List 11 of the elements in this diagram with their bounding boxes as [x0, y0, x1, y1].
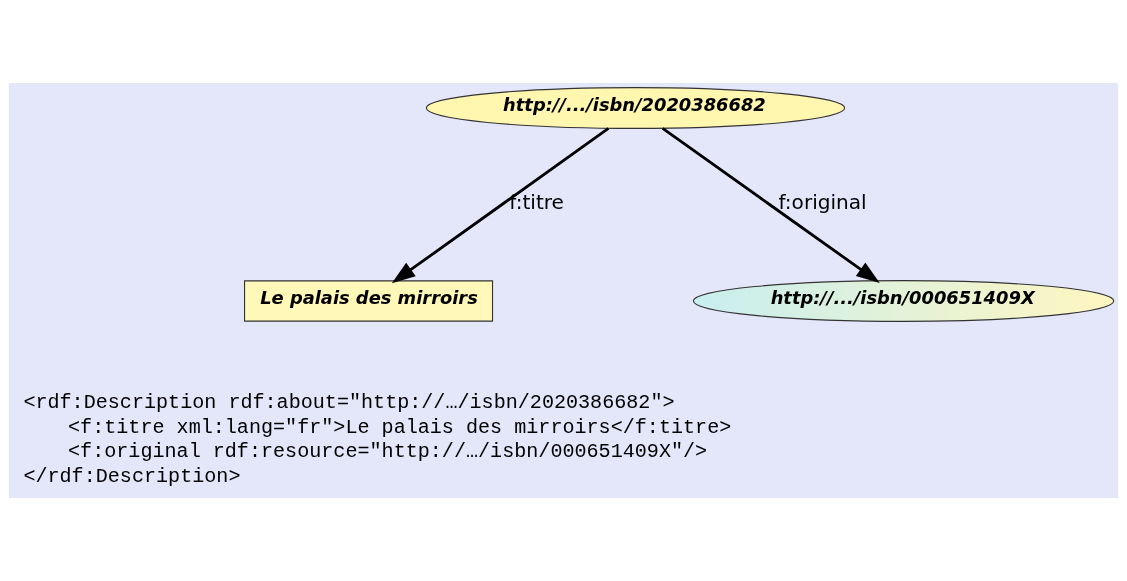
arrow [391, 127, 610, 284]
edge-label: f:titre [509, 190, 564, 215]
label: </rdf:Description> [23, 464, 241, 488]
node-ellipse: http://.../isbn/000651409X [692, 280, 1115, 322]
label: <rdf:Description rdf:about="http://…/isbn/2020386682"> [23, 390, 675, 414]
arrow [661, 127, 880, 283]
edge-label: f:original [778, 190, 867, 215]
label: <f:original rdf:resource="http://…/isbn/000651409X"/> [68, 440, 708, 464]
label: <f:titre xml:lang="fr">Le palais des mirroirs</f:titre> [68, 415, 732, 439]
node-box: Le palais des mirroirs [244, 280, 494, 322]
node-ellipse: http://.../isbn/2020386682 [425, 87, 846, 129]
